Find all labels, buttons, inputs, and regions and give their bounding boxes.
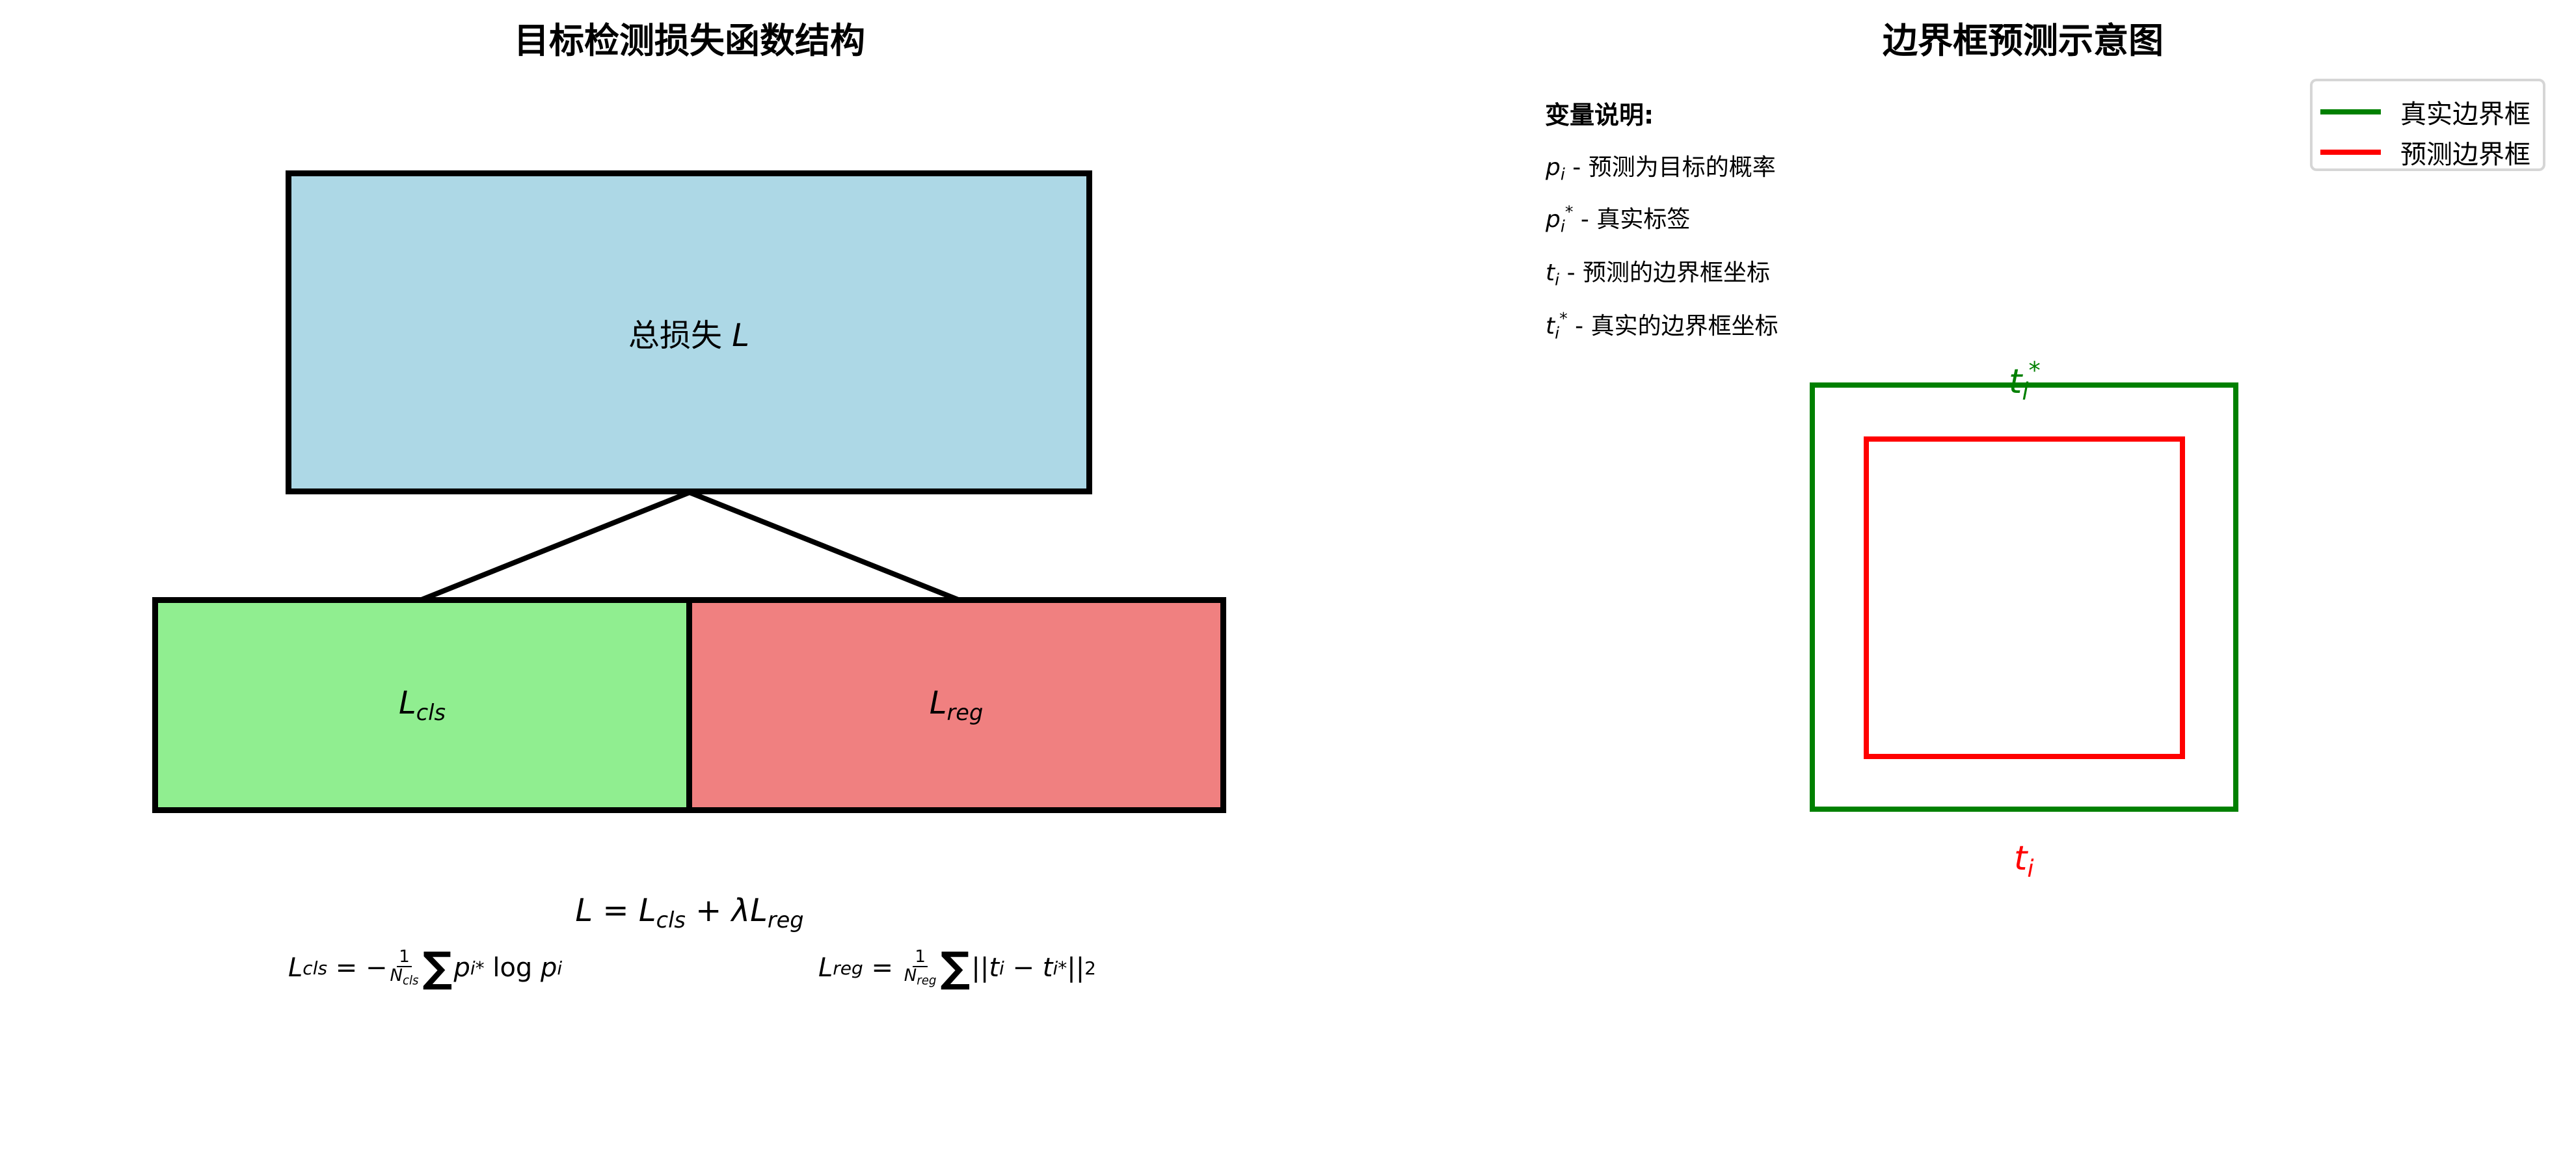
predicted-label: ti: [2014, 839, 2034, 883]
red-line-icon: [2320, 150, 2381, 155]
total-loss-label: 总损失 L: [628, 317, 749, 354]
regression-loss-label: Lreg: [929, 684, 984, 726]
left-panel-title: 目标检测损失函数结构: [514, 20, 865, 61]
total-loss-box: 总损失 L: [286, 170, 1092, 494]
variable-item: pi - 预测为目标的概率: [1546, 154, 1776, 184]
variable-item: pi* - 真实标签: [1546, 202, 1691, 236]
legend: 真实边界框 预测边界框: [2310, 79, 2545, 171]
total-loss-formula: L = Lcls + λLreg: [575, 892, 804, 933]
legend-item-prediction: 预测边界框: [2320, 133, 2530, 171]
predicted-box: [1864, 436, 2185, 759]
classification-loss-box: Lcls: [152, 597, 692, 813]
ground-truth-box: [1810, 382, 2238, 812]
legend-item-ground-truth: 真实边界框: [2320, 93, 2530, 131]
classification-loss-label: Lcls: [398, 684, 446, 726]
green-line-icon: [2320, 109, 2381, 114]
regression-loss-box: Lreg: [686, 597, 1226, 813]
variable-item: ti - 预测的边界框坐标: [1546, 260, 1771, 289]
variable-item: ti* - 真实的边界框坐标: [1546, 308, 1778, 343]
right-panel-title: 边界框预测示意图: [1883, 20, 2164, 61]
ground-truth-label: ti*: [2009, 356, 2041, 406]
variables-heading: 变量说明:: [1545, 101, 1654, 129]
